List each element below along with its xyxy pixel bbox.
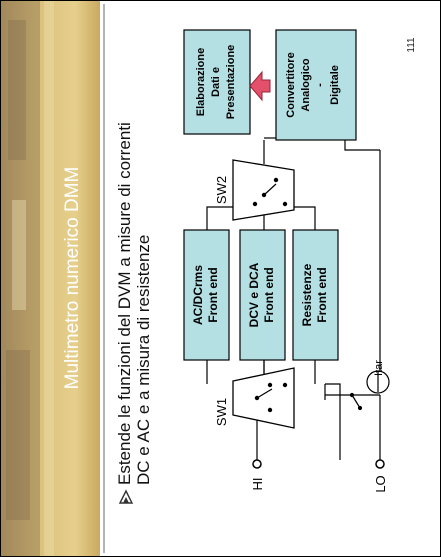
decorative-band xyxy=(0,0,100,557)
block-res-frontend-line-1: Resistenze xyxy=(300,263,314,326)
block-dc-frontend-line-2: Front end xyxy=(262,267,276,322)
block-processing-line-1: Elaborazione xyxy=(195,48,207,116)
block-res-frontend-line-2: Front end xyxy=(315,267,329,322)
block-converter-line-3: - xyxy=(314,83,326,87)
current-source-label: Itar xyxy=(373,360,385,376)
block-processing: Elaborazione Dati e Presentazione xyxy=(184,30,250,134)
terminal-lo-label: LO xyxy=(373,475,388,492)
block-converter: Convertitore Analogico - Digitale xyxy=(276,30,356,140)
block-processing-line-3: Presentazione xyxy=(225,45,237,120)
bullet-line-1: Estende le funzioni del DVM a misure di … xyxy=(115,122,134,485)
terminal-hi xyxy=(253,460,261,468)
block-ac-frontend-line-1: AC/DCrms xyxy=(191,265,205,325)
block-converter-line-1: Convertitore xyxy=(285,52,297,117)
page-number: 111 xyxy=(406,37,417,53)
block-res-frontend: Resistenze Front end xyxy=(293,230,338,360)
sw2-label: SW2 xyxy=(214,176,229,204)
page-title: Multimetro numerico DMM xyxy=(62,167,83,390)
bullet-line-2: DC e AC e a misura di resistenze xyxy=(134,235,153,485)
block-converter-line-2: Analogico xyxy=(300,58,312,111)
terminal-lo xyxy=(376,460,384,468)
block-ac-frontend: AC/DCrms Front end xyxy=(184,230,229,360)
block-dc-frontend-line-1: DCV e DCA xyxy=(247,262,261,327)
terminal-hi-label: HI xyxy=(250,478,265,491)
block-processing-line-2: Dati e xyxy=(210,67,222,97)
block-converter-line-4: Digitale xyxy=(329,65,341,105)
block-dc-frontend: DCV e DCA Front end xyxy=(240,230,285,360)
sw1-label: SW1 xyxy=(214,398,229,426)
sw2-switch xyxy=(233,160,294,220)
block-ac-frontend-line-2: Front end xyxy=(206,267,220,322)
